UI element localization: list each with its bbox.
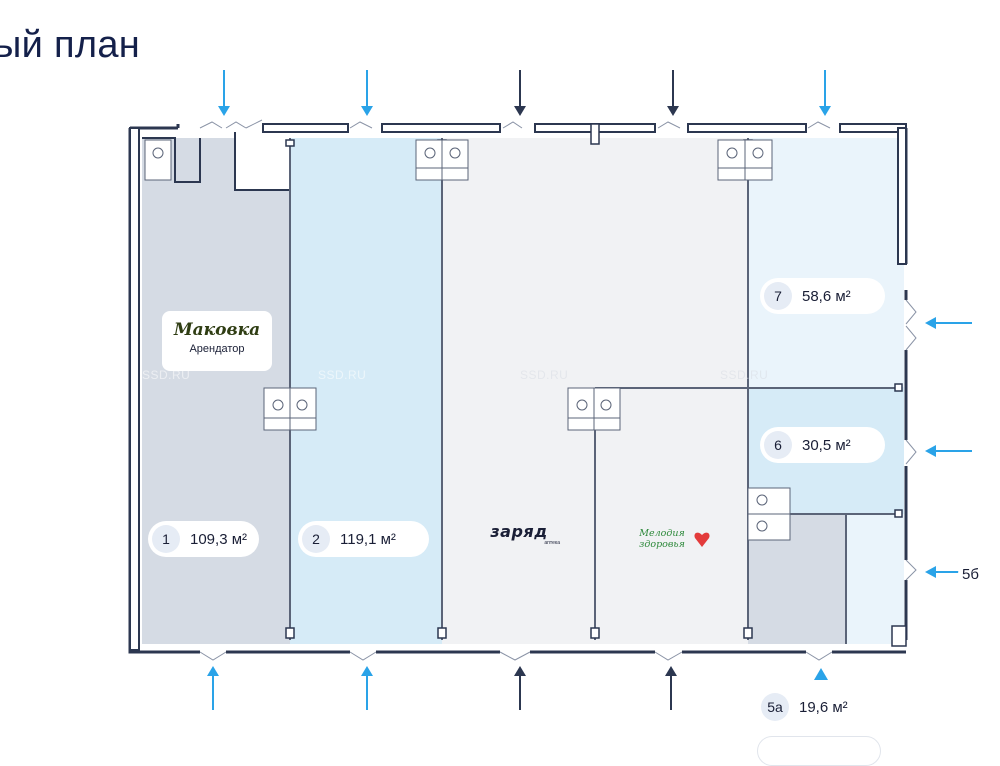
watermark: SSD.RU [142, 368, 191, 382]
watermark: SSD.RU [318, 368, 367, 382]
entrance-arrow-icon [218, 70, 831, 116]
zaryad-logo-subtext: аптека [544, 540, 560, 546]
top-doors [199, 119, 831, 129]
unit-5b-area [846, 514, 904, 644]
unit-number: 7 [764, 282, 792, 310]
entrance-arrow-icon [925, 317, 972, 578]
melodia-logo: Мелодия здоровья [630, 528, 710, 556]
page-title: ый план [0, 24, 141, 66]
watermark: SSD.RU [520, 368, 569, 382]
zaryad-logo-text: заряд [490, 522, 548, 541]
unit-badge-below[interactable] [757, 736, 881, 766]
right-doors [905, 299, 917, 581]
unit-number: 6 [764, 431, 792, 459]
melodia-line1: Мелодия [639, 528, 685, 539]
unit-badge-5a[interactable]: 5а 19,6 м² [757, 689, 881, 725]
unit-badge-2[interactable]: 2 119,1 м² [298, 521, 429, 557]
unit-badge-1[interactable]: 1 109,3 м² [148, 521, 260, 557]
unit-number: 1 [152, 525, 180, 553]
bottom-doors [199, 651, 833, 661]
tenant-card[interactable]: Маковка Арендатор [162, 311, 272, 371]
unit-area: 58,6 м² [802, 287, 851, 305]
unit-number: 5б [962, 565, 979, 583]
unit-number: 5а [761, 693, 789, 721]
unit-badge-7[interactable]: 7 58,6 м² [760, 278, 885, 314]
unit-area: 109,3 м² [190, 530, 248, 548]
unit-badge-6[interactable]: 6 30,5 м² [760, 427, 885, 463]
unit-7-area [748, 138, 904, 387]
zaryad-logo: заряд аптека [474, 522, 564, 547]
left-wall-thick [129, 127, 140, 651]
unit-badge-5b-partial[interactable]: 5б [958, 556, 1000, 592]
entrance-arrow-icon [207, 666, 828, 710]
unit-area: 119,1 м² [340, 530, 396, 548]
tenant-name: Маковка [173, 320, 261, 340]
watermark: SSD.RU [720, 368, 769, 382]
unit-area: 30,5 м² [802, 436, 851, 454]
unit-number: 2 [302, 525, 330, 553]
unit-area: 19,6 м² [799, 698, 848, 716]
melodia-logo-text: Мелодия здоровья [630, 528, 694, 550]
tenant-role: Арендатор [189, 343, 245, 355]
toilet-icons [152, 140, 790, 532]
melodia-line2: здоровья [639, 539, 685, 550]
top-windows [262, 123, 907, 265]
floor-plan [128, 70, 972, 710]
heart-icon [694, 532, 710, 547]
